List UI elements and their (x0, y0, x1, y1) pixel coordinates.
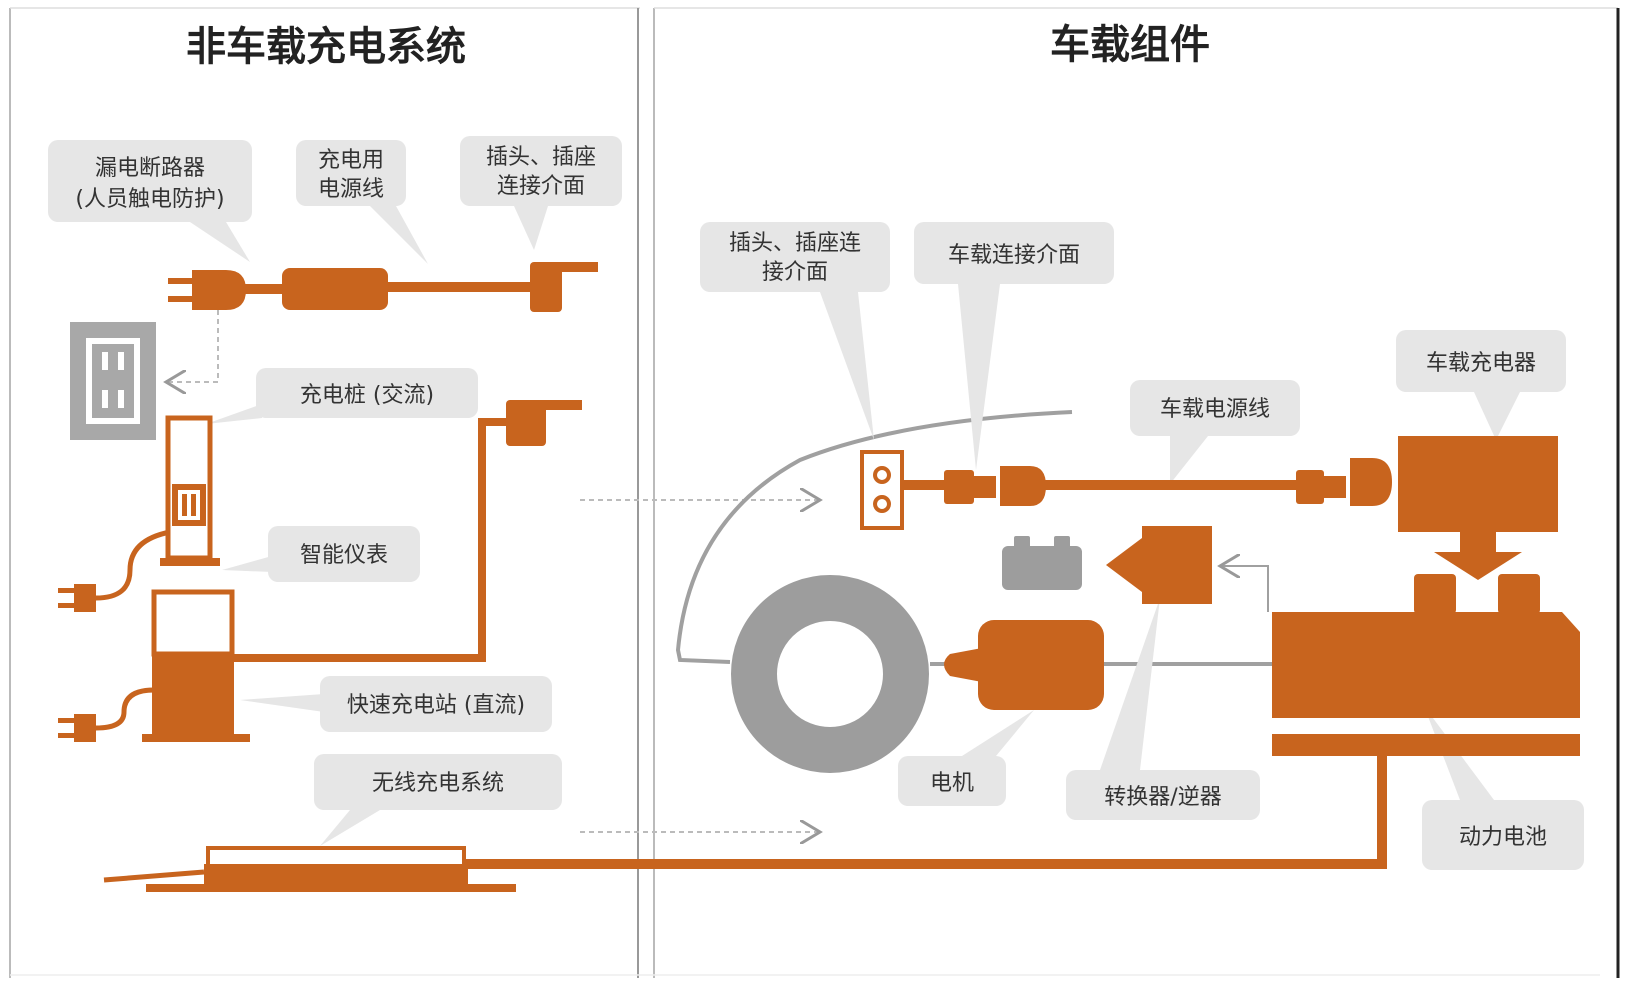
ac-pile-label: 充电桩 (交流) (300, 383, 434, 408)
callout-leakage-breaker: 漏电断路器 (人员触电防护) (48, 140, 252, 262)
wireless-label: 无线充电系统 (372, 771, 504, 796)
wireless-charging-pad (103, 846, 516, 892)
vehicle-plug-socket-label-line1: 插头、插座连 (729, 231, 861, 256)
smart-meter-label: 智能仪表 (300, 543, 388, 568)
vehicle-interface-label: 车载连接介面 (948, 243, 1080, 268)
off-board-system-title: 非车载充电系统 (186, 24, 466, 70)
callout-converter: 转换器/逆器 (1066, 598, 1260, 820)
ac-charging-pile (58, 415, 220, 612)
dc-fast-charging-station (58, 400, 582, 742)
callout-vehicle-cord: 车载电源线 (1130, 380, 1300, 484)
callout-vehicle-interface: 车载连接介面 (914, 222, 1114, 470)
plug-socket-interface-label-line1: 插头、插座 (486, 145, 596, 170)
callout-motor: 电机 (898, 710, 1034, 806)
car-body-outline (675, 410, 1073, 664)
callout-battery: 动力电池 (1422, 706, 1584, 870)
callout-smart-meter: 智能仪表 (222, 526, 420, 582)
onboard-charger-block (1398, 436, 1558, 580)
callout-vehicle-plug-socket: 插头、插座连 接介面 (700, 222, 890, 440)
plug-socket-interface-label-line2: 连接介面 (497, 174, 585, 199)
converter-inverter-block (1106, 526, 1269, 612)
charging-cord-label-line1: 充电用 (318, 148, 384, 173)
vehicle-charging-socket (860, 450, 1392, 530)
electric-motor-block (944, 620, 1104, 710)
vehicle-plug-socket-label-line2: 接介面 (762, 260, 828, 285)
leakage-breaker-label-line2: (人员触电防护) (75, 187, 224, 212)
callout-ac-pile: 充电桩 (交流) (206, 368, 478, 424)
dc-station-label: 快速充电站 (直流) (347, 693, 525, 718)
callout-charging-cord: 充电用 电源线 (296, 140, 428, 264)
panel-frames (9, 7, 1620, 978)
callout-plug-socket-interface: 插头、插座 连接介面 (460, 136, 622, 250)
on-board-components-title: 车载组件 (1050, 22, 1210, 68)
power-battery-block (464, 574, 1580, 869)
onboard-charger-label: 车载充电器 (1426, 351, 1536, 376)
callout-dc-station: 快速充电站 (直流) (240, 676, 552, 732)
wall-socket-icon (70, 322, 156, 440)
callout-wireless: 无线充电系统 (314, 754, 562, 846)
callout-onboard-charger: 车载充电器 (1396, 330, 1566, 440)
portable-charging-cord (168, 262, 598, 312)
motor-label: 电机 (930, 771, 974, 796)
auxiliary-battery-icon (1002, 536, 1082, 590)
charging-cord-label-line2: 电源线 (318, 177, 384, 202)
leakage-breaker-label-line1: 漏电断路器 (95, 156, 205, 181)
wheel-icon (731, 575, 929, 773)
battery-label: 动力电池 (1459, 825, 1547, 850)
converter-label: 转换器/逆器 (1104, 785, 1221, 810)
vehicle-cord-label: 车载电源线 (1160, 397, 1270, 422)
